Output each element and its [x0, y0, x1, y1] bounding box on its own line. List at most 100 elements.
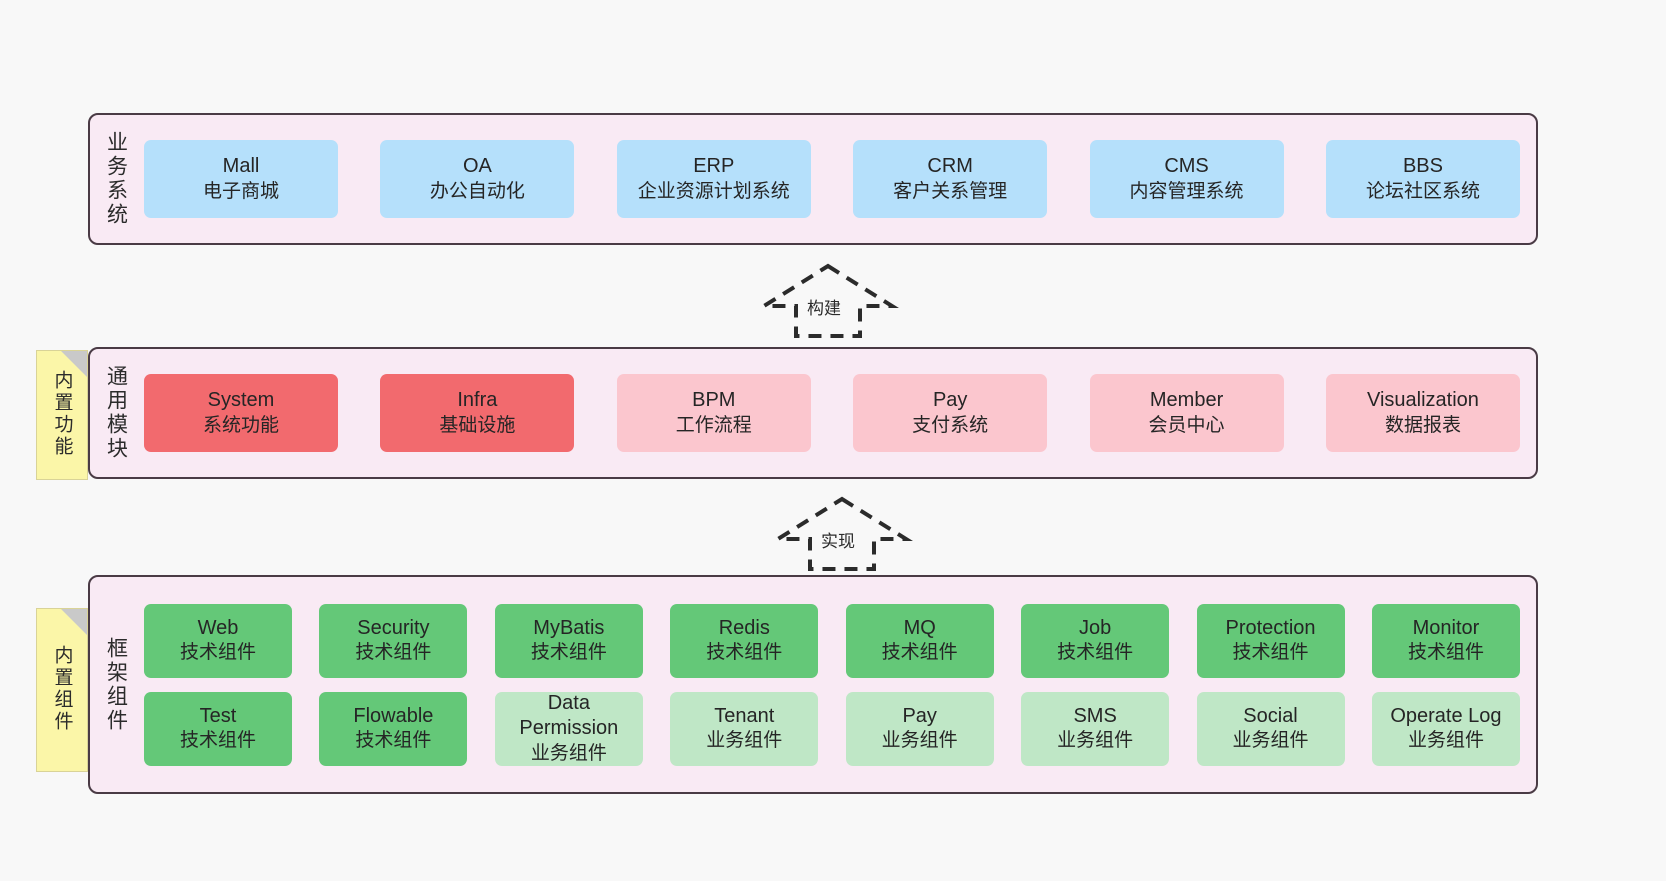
card-mq-desc: 技术组件 [881, 642, 958, 664]
card-crm[interactable]: CRM 客户关系管理 [853, 140, 1048, 218]
card-mq[interactable]: MQ 技术组件 [845, 603, 994, 678]
card-data-permission-name: Data Permission [519, 691, 619, 740]
card-bbs-desc: 论坛社区系统 [1365, 180, 1480, 202]
card-test-desc: 技术组件 [179, 730, 256, 752]
card-pay-component[interactable]: Pay 业务组件 [845, 691, 994, 766]
card-web[interactable]: Web 技术组件 [144, 603, 292, 678]
card-mybatis[interactable]: MyBatis 技术组件 [494, 603, 643, 678]
layer-body-framework-components: Web 技术组件 Security 技术组件 MyBatis 技术组件 Redi… [142, 577, 1536, 792]
card-monitor[interactable]: Monitor 技术组件 [1371, 603, 1520, 678]
connector-build: 构建 [757, 262, 899, 340]
card-tenant-name: Tenant [714, 704, 775, 727]
card-test-name: Test [199, 704, 237, 727]
card-oa-desc: 办公自动化 [429, 180, 525, 202]
card-mall-name: Mall [222, 155, 260, 178]
card-flowable[interactable]: Flowable 技术组件 [319, 691, 468, 766]
card-pay-module[interactable]: Pay 支付系统 [853, 374, 1048, 452]
card-sms-name: SMS [1073, 704, 1117, 727]
card-monitor-desc: 技术组件 [1407, 642, 1484, 664]
card-redis-name: Redis [718, 616, 770, 639]
card-web-desc: 技术组件 [179, 642, 256, 664]
card-protection-name: Protection [1225, 616, 1316, 639]
card-tenant[interactable]: Tenant 业务组件 [670, 691, 819, 766]
card-redis-desc: 技术组件 [706, 642, 783, 664]
card-tenant-desc: 业务组件 [706, 730, 783, 752]
card-cms[interactable]: CMS 内容管理系统 [1089, 140, 1284, 218]
card-oa-name: OA [462, 155, 492, 178]
card-operate-log-name: Operate Log [1390, 704, 1502, 727]
card-member-name: Member [1149, 389, 1224, 412]
card-mq-name: MQ [903, 616, 936, 639]
card-web-name: Web [197, 616, 239, 639]
card-pay-component-name: Pay [902, 704, 937, 727]
card-security-name: Security [357, 616, 430, 639]
layer-body-common-modules: System 系统功能 Infra 基础设施 BPM 工作流程 Pay 支付系统… [142, 349, 1536, 477]
note-builtin-features-label: 内置功能 [51, 370, 73, 458]
card-erp[interactable]: ERP 企业资源计划系统 [616, 140, 811, 218]
note-builtin-components: 内置组件 [36, 608, 88, 772]
card-social[interactable]: Social 业务组件 [1196, 691, 1345, 766]
layer-title-business-systems: 业务系统 [104, 131, 128, 227]
card-system[interactable]: System 系统功能 [144, 374, 338, 452]
card-protection-desc: 技术组件 [1232, 642, 1309, 664]
card-infra-desc: 基础设施 [439, 414, 516, 436]
card-member-desc: 会员中心 [1148, 414, 1225, 436]
card-bbs-name: BBS [1402, 155, 1443, 178]
card-operate-log-desc: 业务组件 [1407, 730, 1484, 752]
card-sms-desc: 业务组件 [1057, 730, 1134, 752]
connector-implement: 实现 [771, 495, 913, 573]
card-mybatis-desc: 技术组件 [530, 642, 607, 664]
business-systems-row: Mall 电子商城 OA 办公自动化 ERP 企业资源计划系统 CRM 客户关系… [144, 140, 1520, 218]
connector-build-label: 构建 [805, 294, 843, 319]
framework-components-stack: Web 技术组件 Security 技术组件 MyBatis 技术组件 Redi… [144, 603, 1520, 766]
card-monitor-name: Monitor [1412, 616, 1480, 639]
card-infra-name: Infra [457, 389, 498, 412]
card-operate-log[interactable]: Operate Log 业务组件 [1371, 691, 1520, 766]
note-builtin-features: 内置功能 [36, 350, 88, 480]
card-pay-component-desc: 业务组件 [881, 730, 958, 752]
card-bpm-desc: 工作流程 [675, 414, 752, 436]
layer-business-systems: 业务系统 Mall 电子商城 OA 办公自动化 ERP 企业资源计划系统 CRM [88, 113, 1538, 245]
card-job-name: Job [1078, 616, 1112, 639]
card-erp-desc: 企业资源计划系统 [637, 180, 790, 202]
card-data-permission[interactable]: Data Permission 业务组件 [494, 691, 643, 766]
card-bbs[interactable]: BBS 论坛社区系统 [1325, 140, 1520, 218]
card-visualization-name: Visualization [1366, 389, 1479, 412]
note-fold-corner-icon [61, 351, 87, 377]
card-visualization[interactable]: Visualization 数据报表 [1325, 374, 1520, 452]
card-crm-desc: 客户关系管理 [893, 180, 1008, 202]
connector-implement-label: 实现 [819, 527, 857, 552]
layer-title-common-modules: 通用模块 [104, 365, 128, 461]
card-security-desc: 技术组件 [355, 642, 432, 664]
card-mall[interactable]: Mall 电子商城 [144, 140, 338, 218]
card-bpm[interactable]: BPM 工作流程 [616, 374, 811, 452]
card-infra[interactable]: Infra 基础设施 [380, 374, 575, 452]
card-oa[interactable]: OA 办公自动化 [380, 140, 575, 218]
card-security[interactable]: Security 技术组件 [319, 603, 468, 678]
card-flowable-desc: 技术组件 [355, 730, 432, 752]
card-protection[interactable]: Protection 技术组件 [1196, 603, 1345, 678]
card-member[interactable]: Member 会员中心 [1089, 374, 1284, 452]
card-bpm-name: BPM [692, 389, 736, 412]
card-system-desc: 系统功能 [202, 414, 279, 436]
card-crm-name: CRM [927, 155, 973, 178]
card-cms-name: CMS [1164, 155, 1209, 178]
card-test[interactable]: Test 技术组件 [144, 691, 292, 766]
card-cms-desc: 内容管理系统 [1129, 180, 1244, 202]
layer-title-framework-components: 框架组件 [104, 636, 128, 733]
card-flowable-name: Flowable [353, 704, 434, 727]
card-mybatis-name: MyBatis [533, 616, 605, 639]
card-social-desc: 业务组件 [1232, 730, 1309, 752]
layer-common-modules: 通用模块 System 系统功能 Infra 基础设施 BPM 工作流程 Pay [88, 347, 1538, 479]
card-system-name: System [207, 389, 275, 412]
card-erp-name: ERP [693, 155, 735, 178]
note-fold-corner-icon [61, 609, 87, 635]
note-builtin-components-label: 内置组件 [51, 645, 73, 733]
framework-business-row: Test 技术组件 Flowable 技术组件 Data Permission … [144, 691, 1520, 766]
card-redis[interactable]: Redis 技术组件 [670, 603, 819, 678]
card-job[interactable]: Job 技术组件 [1021, 603, 1170, 678]
layer-framework-components: 框架组件 Web 技术组件 Security 技术组件 MyBatis 技术组件 [88, 575, 1538, 794]
card-visualization-desc: 数据报表 [1384, 414, 1461, 436]
card-sms[interactable]: SMS 业务组件 [1021, 691, 1170, 766]
